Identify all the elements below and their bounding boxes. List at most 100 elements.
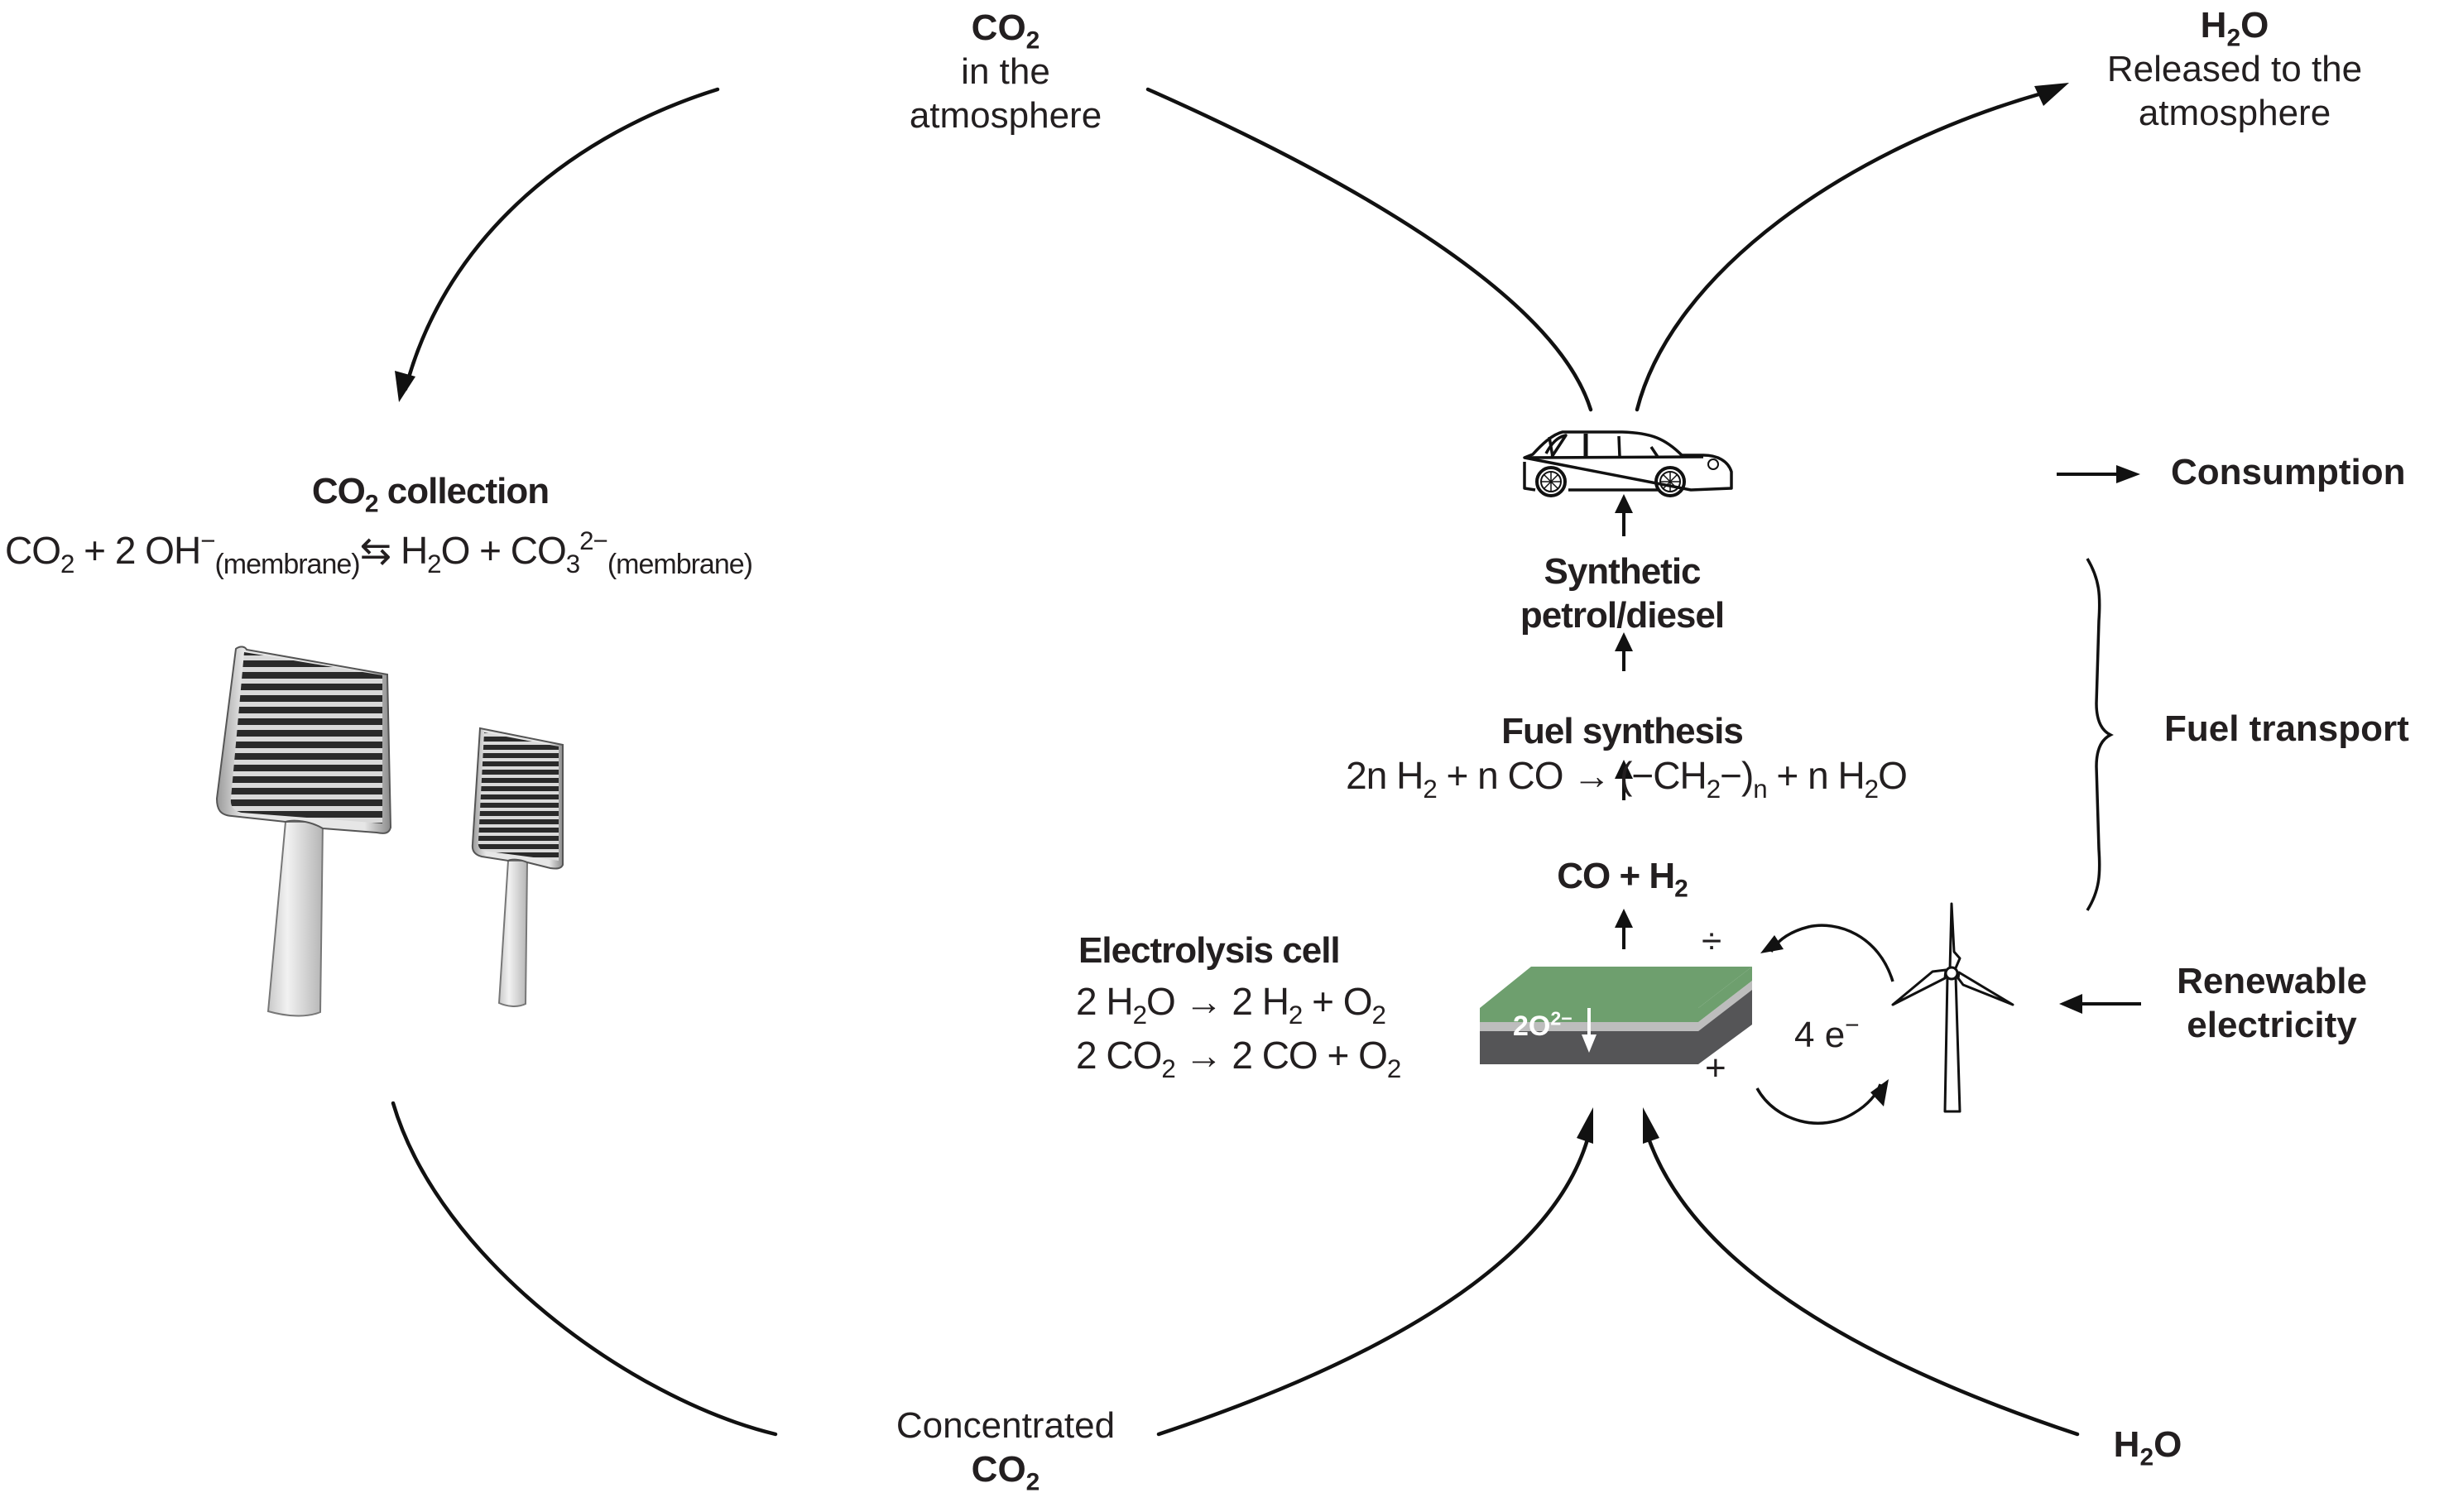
membrane-filter-icon — [215, 646, 564, 1017]
chain-arrows — [1615, 494, 1633, 949]
eq-part: + O — [1302, 980, 1372, 1023]
arrowhead-to-cathode — [1760, 935, 1784, 953]
arc-atmosphere-to-car — [1145, 87, 1593, 412]
eq-part: O + CO — [440, 529, 567, 572]
eq-part: 2 CO — [1076, 1034, 1162, 1077]
renewable-line2: electricity — [2187, 1004, 2357, 1045]
cell-bottom-layer — [1480, 990, 1752, 1064]
eq-part: + n CO → (−CH — [1436, 754, 1707, 797]
fuel-synthesis-equation: 2n H2 + n CO → (−CH2−)n + n H2O — [1291, 753, 1961, 802]
cell-separator — [1480, 981, 1752, 1031]
eq-sub: 2 — [1371, 1000, 1386, 1030]
syngas-sub: 2 — [1674, 875, 1688, 903]
formula-tail: O — [2240, 5, 2269, 46]
synthetic-fuel-label: Synthetic petrol/diesel — [1457, 550, 1788, 638]
equilibrium-arrow: ⇆ — [359, 529, 392, 572]
large-filter-handle — [266, 821, 324, 1017]
renewable-arrow — [2059, 994, 2141, 1014]
syngas-text: CO + H — [1557, 856, 1675, 896]
small-filter-mesh — [478, 732, 559, 861]
co2-atmosphere-formula: CO2 — [873, 7, 1138, 53]
formula-text: CO — [971, 7, 1026, 48]
formula-subscript: 2 — [2139, 1443, 2154, 1471]
electrolysis-cell-icon — [1480, 967, 1752, 1064]
eq-part: 2n H — [1346, 754, 1424, 797]
eq-part: + n H — [1766, 754, 1865, 797]
electron-circuit — [1755, 924, 1894, 1125]
formula-tail: O — [2154, 1424, 2182, 1465]
eq-sub: 2 — [1706, 774, 1721, 804]
electrons-label: 4 e− — [1794, 1011, 1860, 1058]
renewable-electricity-label: Renewable electricity — [2152, 960, 2392, 1048]
arrowhead-cell-right — [1643, 1107, 1659, 1144]
eq-part: H — [391, 529, 428, 572]
eq-part: + 2 OH — [74, 529, 201, 572]
eq-sub: 3 — [565, 549, 580, 578]
node-concentrated-co2: Concentrated CO2 — [852, 1404, 1159, 1495]
eq-sub: 2 — [60, 549, 74, 578]
co2-atmosphere-line2: atmosphere — [909, 94, 1102, 136]
electrons-charge: − — [1845, 1011, 1860, 1039]
h2o-released-line2: atmosphere — [2138, 92, 2331, 133]
synthetic-line1: Synthetic — [1544, 551, 1701, 592]
title-subscript: 2 — [364, 490, 379, 518]
fuel-transport-label: Fuel transport — [2164, 708, 2409, 749]
wind-turbine-icon — [1891, 902, 2014, 1113]
electrolysis-eq-water: 2 H2O → 2 H2 + O2 — [1076, 979, 1386, 1028]
eq-part: O — [1878, 754, 1908, 797]
arrowhead-to-turbine — [1870, 1079, 1889, 1106]
co2-collection-equation: CO2 + 2 OH−(membrane)⇆ H2O + CO32−(membr… — [5, 526, 753, 578]
eq-sub: 2 — [1161, 1054, 1175, 1083]
formula-text: H — [2200, 5, 2227, 46]
eq-sub: 2 — [1423, 774, 1437, 804]
eq-part: CO — [5, 529, 61, 572]
large-filter-mesh — [230, 652, 382, 823]
car-icon — [1523, 430, 1733, 497]
eq-sub: 2 — [1132, 1000, 1147, 1030]
node-h2o-input: H2O — [2094, 1423, 2202, 1470]
eq-sub: 2 — [1386, 1054, 1401, 1083]
co2-atmosphere-line1: in the — [961, 50, 1050, 92]
renewable-line1: Renewable — [2177, 961, 2367, 1001]
small-filter-handle — [497, 860, 529, 1007]
arc-car-to-h2o — [1635, 90, 2047, 412]
eq-sup: 2− — [579, 526, 608, 555]
eq-part: → 2 CO + O — [1174, 1034, 1388, 1077]
syngas-label: CO + H2 — [1498, 855, 1746, 903]
h2o-released-line1: Released to the — [2106, 48, 2363, 89]
synthetic-line2: petrol/diesel — [1520, 594, 1725, 636]
node-h2o-released: H2O Released to the atmosphere — [2061, 4, 2408, 135]
consumption-label: Consumption — [2171, 452, 2406, 492]
arc-atmosphere-to-collection — [403, 87, 720, 391]
anode-symbol: + — [1705, 1048, 1726, 1088]
cell-top-face — [1480, 967, 1752, 1008]
electrolysis-eq-co2: 2 CO2 → 2 CO + O2 — [1076, 1033, 1401, 1082]
ion-down-arrow — [1582, 1008, 1597, 1053]
eq-sub: 2 — [1864, 774, 1879, 804]
co2-collection-title: CO2 collection — [248, 470, 612, 518]
title-tail: collection — [377, 471, 550, 511]
cathode-symbol: ÷ — [1702, 921, 1722, 962]
formula-subscript: 2 — [1025, 26, 1040, 55]
cell-side-top — [1698, 967, 1752, 1022]
oxide-ion-label: 2O2− — [1513, 1007, 1573, 1044]
title-text: CO — [311, 471, 366, 511]
consumption-arrow — [2057, 465, 2140, 483]
eq-sub: n — [1753, 774, 1767, 804]
eq-part: O → 2 H — [1145, 980, 1289, 1023]
node-co2-atmosphere: CO2 in the atmosphere — [873, 7, 1138, 137]
arrowhead-collection — [395, 371, 415, 402]
fuel-synthesis-title: Fuel synthesis — [1501, 711, 1744, 751]
eq-sub: 2 — [427, 549, 441, 578]
arc-concentrated-to-cell — [1156, 1131, 1592, 1437]
eq-sub: 2 — [1288, 1000, 1303, 1030]
formula-subscript: 2 — [2226, 24, 2241, 52]
electrolysis-title: Electrolysis cell — [1078, 930, 1341, 971]
ion-charge: 2− — [1550, 1007, 1573, 1030]
eq-part: 2 H — [1076, 980, 1134, 1023]
arrowhead-cell-left — [1577, 1107, 1593, 1144]
arrowhead-h2o-release — [2034, 83, 2069, 106]
eq-sub: (membrane) — [214, 548, 360, 580]
concentrated-formula: CO2 — [852, 1448, 1159, 1495]
